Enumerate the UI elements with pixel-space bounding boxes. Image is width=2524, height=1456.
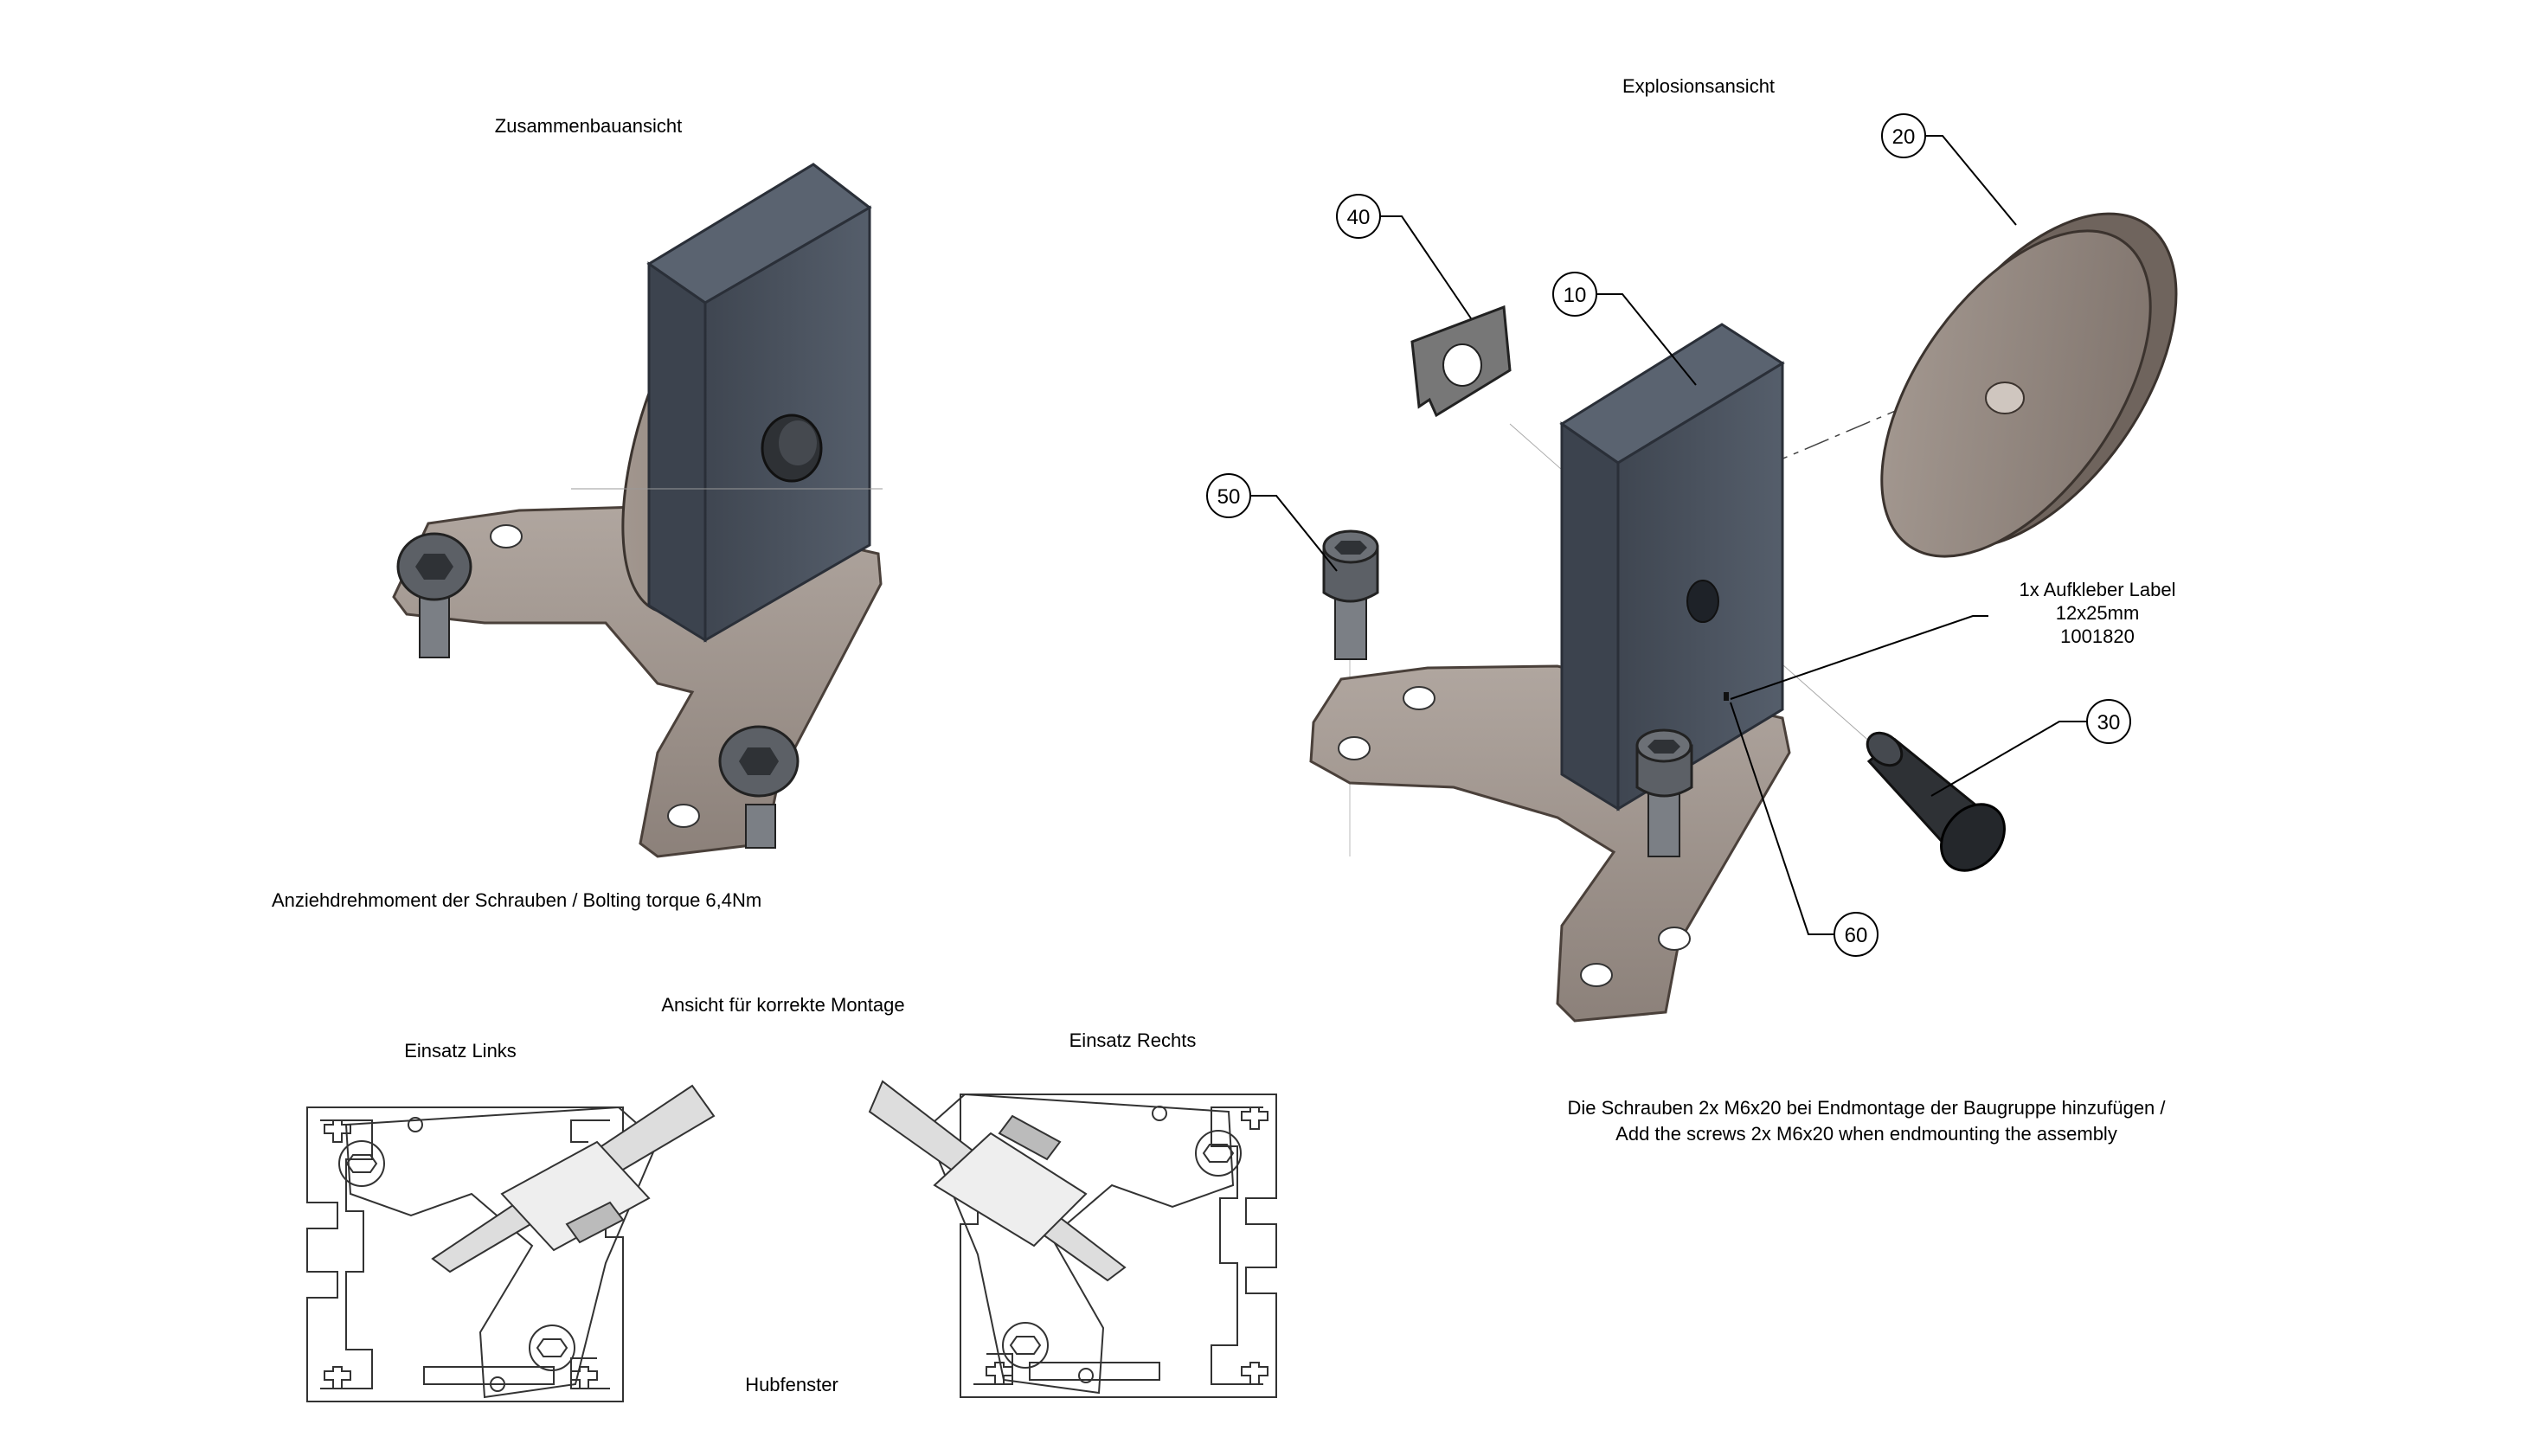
profile-slot-left: [324, 1119, 351, 1143]
mount-screw-hex: [1202, 1144, 1235, 1163]
mount-screw-hex: [345, 1154, 378, 1173]
leader-line: [1925, 135, 2017, 226]
profile-slot-right: [1029, 1362, 1160, 1381]
mount-plate-hole: [1078, 1368, 1094, 1383]
mount-bracket-right: [933, 1132, 1088, 1248]
assembly-screw-hex: [739, 747, 779, 775]
leader-line: [1930, 721, 2087, 797]
exploded-screw-hex: [1334, 541, 1367, 555]
mounting-view-title: Ansicht für korrekte Montage: [661, 994, 905, 1016]
svg-text:10: 10: [1564, 284, 1587, 307]
exploded-plate-hole: [1403, 686, 1435, 710]
mount-bracket-left: [565, 1201, 625, 1244]
insert-right-title: Einsatz Rechts: [1069, 1029, 1197, 1051]
screws-note-line1: Die Schrauben 2x M6x20 bei Endmontage de…: [1567, 1097, 2166, 1119]
profile-inner-left: [570, 1119, 610, 1143]
leader-line: [1250, 495, 1338, 572]
torque-note: Anziehdrehmoment der Schrauben / Bolting…: [272, 889, 762, 911]
svg-text:50: 50: [1217, 485, 1241, 509]
mounting-view-right: [868, 1080, 1277, 1398]
mount-screw-left: [338, 1140, 385, 1187]
profile-inner-left: [570, 1357, 610, 1389]
balloon-60: 60: [1834, 912, 1879, 957]
assembly-screw-hex: [415, 554, 453, 580]
assembly-view-title: Zusammenbauansicht: [494, 115, 683, 137]
mount-plate-hole: [1152, 1106, 1167, 1121]
label-marker: [1724, 692, 1729, 701]
profile-slot-right: [1241, 1106, 1268, 1130]
label-note-line2: 12x25mm: [2055, 602, 2140, 624]
profile-slot-left: [570, 1366, 598, 1389]
assembly-pin-face: [779, 420, 817, 465]
profile-slot-left: [324, 1366, 351, 1389]
balloon-40: 40: [1336, 194, 1381, 239]
pin-end: [1866, 731, 1904, 767]
assembly-view: [392, 163, 883, 858]
leader-line: [1730, 702, 1834, 935]
assembly-screw-shank: [419, 596, 450, 658]
svg-text:40: 40: [1347, 206, 1371, 229]
clip-slot: [1442, 343, 1482, 387]
balloon-30: 30: [2086, 699, 2131, 744]
assembly-plate-hole: [667, 804, 700, 828]
label-note-line3: 1001820: [2060, 625, 2135, 647]
svg-text:20: 20: [1892, 125, 1916, 149]
profile-inner-left: [320, 1119, 373, 1389]
pin-head: [1940, 803, 2006, 872]
leader-line: [1730, 615, 1988, 700]
exploded-view: 40 10 20 50 30 60: [1206, 113, 2178, 1023]
mount-screw-right: [1002, 1322, 1049, 1369]
balloon-50: 50: [1206, 473, 1251, 518]
assembly-screw-shank: [745, 804, 776, 849]
balloon-10: 10: [1552, 272, 1597, 317]
mount-bracket-right: [998, 1114, 1062, 1161]
mount-screw-hex: [536, 1338, 568, 1357]
mounting-view-left: [306, 1084, 716, 1402]
exploded-plate-hole: [1338, 736, 1371, 760]
screws-note-line2: Add the screws 2x M6x20 when endmounting…: [1615, 1123, 2117, 1145]
profile-inner-right: [1211, 1106, 1263, 1385]
mount-screw-left: [529, 1325, 575, 1371]
svg-text:30: 30: [2097, 711, 2121, 734]
leader-line: [1596, 293, 1697, 386]
assembly-plate-hole: [490, 524, 523, 548]
lift-window-label: Hubfenster: [745, 1374, 838, 1395]
profile-frame-right: [960, 1094, 1277, 1398]
leader-line: [1380, 215, 1472, 319]
insert-left-title: Einsatz Links: [404, 1040, 517, 1062]
exploded-bracket-hole: [1686, 580, 1719, 623]
mount-bracket-left: [500, 1140, 651, 1252]
exploded-plate-hole: [1580, 963, 1613, 987]
assembly-bracket-side: [647, 261, 707, 643]
label-note-line1: 1x Aufkleber Label: [2019, 579, 2176, 600]
exploded-plate-hole: [1658, 927, 1691, 951]
balloon-20: 20: [1881, 113, 1926, 158]
profile-slot-right: [986, 1362, 1013, 1385]
profile-slot-left: [423, 1366, 555, 1385]
mount-plate-hole: [408, 1117, 423, 1132]
exploded-wheel-hole: [1985, 382, 2025, 414]
profile-slot-right: [1241, 1362, 1268, 1385]
mount-screw-right: [1195, 1130, 1242, 1177]
mount-screw-hex: [1009, 1336, 1042, 1355]
svg-text:60: 60: [1845, 924, 1868, 947]
exploded-bracket-side: [1560, 421, 1620, 811]
exploded-screw-hex: [1647, 740, 1680, 754]
exploded-view-title: Explosionsansicht: [1622, 75, 1776, 97]
mount-plate-hole: [490, 1376, 505, 1392]
